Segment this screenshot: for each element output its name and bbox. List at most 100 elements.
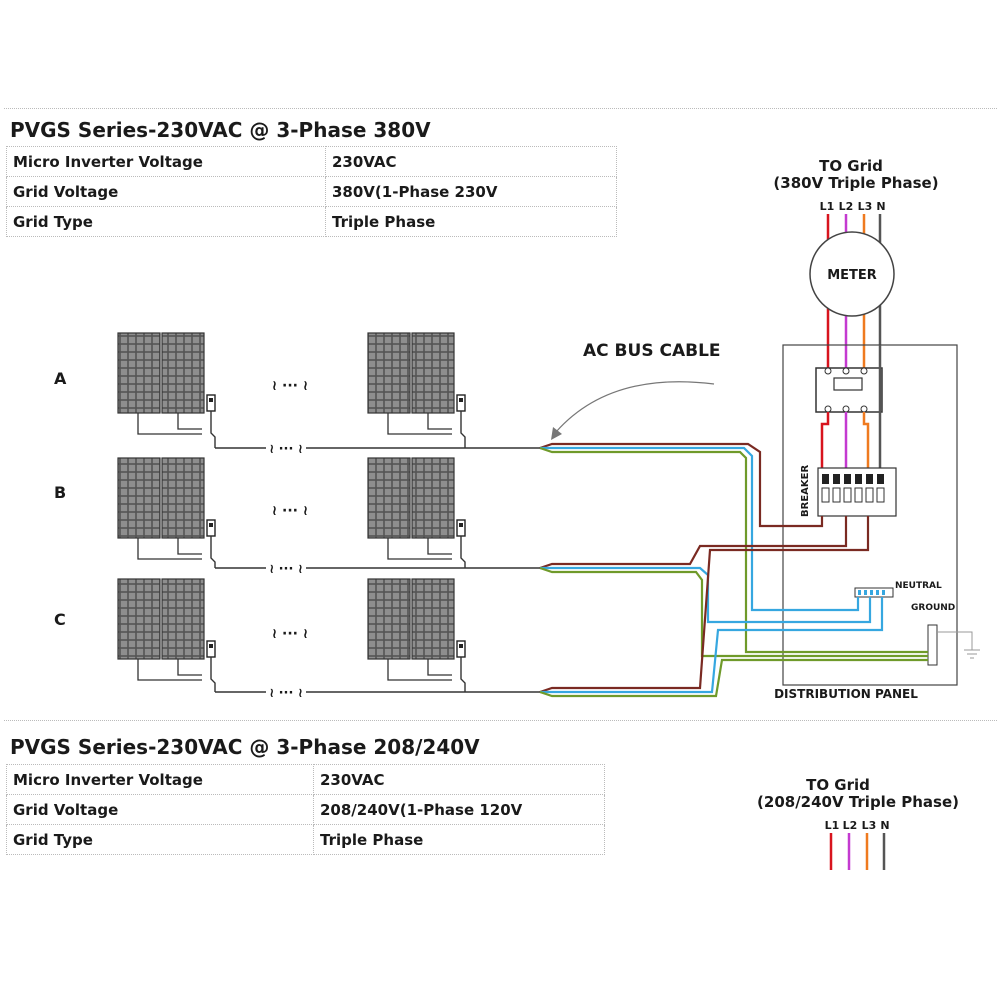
panel-mount xyxy=(387,538,452,560)
cable-break-mark-a: ≀ ··· ≀ xyxy=(269,442,303,457)
grid-label-subtitle: (380V Triple Phase) xyxy=(773,174,938,192)
meter-circle xyxy=(809,231,895,317)
micro-inverter xyxy=(456,640,466,658)
panel-mount xyxy=(427,538,452,555)
micro-inverter xyxy=(206,394,216,412)
solar-panel xyxy=(161,332,205,414)
breaker-bank xyxy=(817,467,897,517)
meter-label: METER xyxy=(827,268,877,283)
panel-mount xyxy=(177,538,202,555)
solar-panel-group xyxy=(117,332,216,448)
solar-panel-group xyxy=(117,578,216,692)
section-1-spec-table: Micro Inverter Voltage 230VAC Grid Volta… xyxy=(6,146,617,237)
phase-label-l3-2: L3 xyxy=(862,819,877,832)
solar-panel xyxy=(161,457,205,539)
spec-label: Grid Type xyxy=(6,824,314,855)
solar-panel-group xyxy=(367,578,466,692)
solar-panel-group xyxy=(117,457,216,568)
solar-panel xyxy=(117,332,161,414)
solar-panel xyxy=(367,332,411,414)
grid-label-subtitle-2: (208/240V Triple Phase) xyxy=(757,793,959,811)
solar-panel xyxy=(367,578,411,660)
spec-label: Micro Inverter Voltage xyxy=(6,764,314,795)
solar-panel-array xyxy=(117,332,466,692)
panel-mount xyxy=(177,413,202,430)
spec-value: Triple Phase xyxy=(325,206,617,237)
phase-label-l2: L2 xyxy=(839,200,854,213)
gap-mark-b: ≀ ··· ≀ xyxy=(272,503,308,519)
spec-value: 380V(1-Phase 230V xyxy=(325,176,617,207)
gap-mark-a: ≀ ··· ≀ xyxy=(272,378,308,394)
grid-label-title: TO Grid xyxy=(819,157,883,175)
table-row: Micro Inverter Voltage 230VAC xyxy=(6,146,617,177)
solar-panel xyxy=(161,578,205,660)
table-row: Grid Voltage 380V(1-Phase 230V xyxy=(6,176,617,207)
micro-inverter xyxy=(206,519,216,537)
panel-mount xyxy=(137,413,202,435)
spec-value: Triple Phase xyxy=(313,824,605,855)
solar-panel-group xyxy=(367,457,466,568)
grid-phase-lines-2 xyxy=(829,833,886,870)
ground-label: GROUND xyxy=(911,603,955,613)
micro-inverter xyxy=(456,519,466,537)
row-label-b: B xyxy=(54,483,66,502)
phase-label-l2-2: L2 xyxy=(843,819,858,832)
inverter-drop-cable xyxy=(460,411,466,448)
solar-panel xyxy=(367,457,411,539)
solar-panel-group xyxy=(367,332,466,448)
panel-mount xyxy=(427,413,452,430)
ground-symbol-line xyxy=(937,631,973,650)
distribution-panel-box xyxy=(782,344,958,686)
row-label-a: A xyxy=(54,369,67,388)
bus-wires-row-b xyxy=(539,516,928,658)
bus-wires-row-a xyxy=(539,442,928,654)
spec-value: 208/240V(1-Phase 120V xyxy=(313,794,605,825)
switch-to-breaker-lines xyxy=(820,345,882,470)
phase-label-l1: L1 xyxy=(820,200,835,213)
panel-mount xyxy=(387,659,452,681)
cable-break-mark-c: ≀ ··· ≀ xyxy=(269,686,303,701)
neutral-label: NEUTRAL xyxy=(895,581,942,591)
spec-label: Grid Type xyxy=(6,206,326,237)
section-2-spec-table: Micro Inverter Voltage 230VAC Grid Volta… xyxy=(6,764,605,855)
phase-label-n-2: N xyxy=(880,819,889,832)
solar-panel xyxy=(411,457,455,539)
gap-mark-c: ≀ ··· ≀ xyxy=(272,626,308,642)
phase-label-l1-2: L1 xyxy=(825,819,840,832)
breaker-label: BREAKER xyxy=(800,465,811,517)
section-1-title: PVGS Series-230VAC @ 3-Phase 380V xyxy=(10,118,431,142)
section-2-title: PVGS Series-230VAC @ 3-Phase 208/240V xyxy=(10,735,480,759)
solar-panel xyxy=(117,578,161,660)
ground-bar xyxy=(927,624,938,666)
panel-mount xyxy=(177,659,202,676)
phase-label-n: N xyxy=(876,200,885,213)
panel-mount xyxy=(427,659,452,676)
cable-break-mark-b: ≀ ··· ≀ xyxy=(269,562,303,577)
table-row: Micro Inverter Voltage 230VAC xyxy=(6,764,605,795)
phase-label-l3: L3 xyxy=(858,200,873,213)
inverter-drop-cable xyxy=(210,411,216,448)
section-divider-top xyxy=(4,108,997,109)
solar-panel xyxy=(411,578,455,660)
spec-label: Grid Voltage xyxy=(6,794,314,825)
panel-mount xyxy=(137,538,202,560)
table-row: Grid Type Triple Phase xyxy=(6,824,605,855)
solar-panel xyxy=(117,457,161,539)
micro-inverter xyxy=(456,394,466,412)
neutral-bar xyxy=(854,587,894,598)
micro-inverter xyxy=(206,640,216,658)
trunk-cables xyxy=(215,447,540,693)
panel-mount xyxy=(387,413,452,435)
section-divider-middle xyxy=(4,720,997,721)
grid-label-title-2: TO Grid xyxy=(806,776,870,794)
table-row: Grid Type Triple Phase xyxy=(6,206,617,237)
ac-bus-cable-label: AC BUS CABLE xyxy=(583,341,721,361)
row-label-c: C xyxy=(54,610,66,629)
solar-panel xyxy=(411,332,455,414)
panel-mount xyxy=(137,659,202,681)
main-switch xyxy=(815,367,883,413)
distribution-panel-label: DISTRIBUTION PANEL xyxy=(774,687,918,701)
bus-wires-row-c xyxy=(539,516,928,698)
inverter-drop-cable xyxy=(210,657,216,692)
